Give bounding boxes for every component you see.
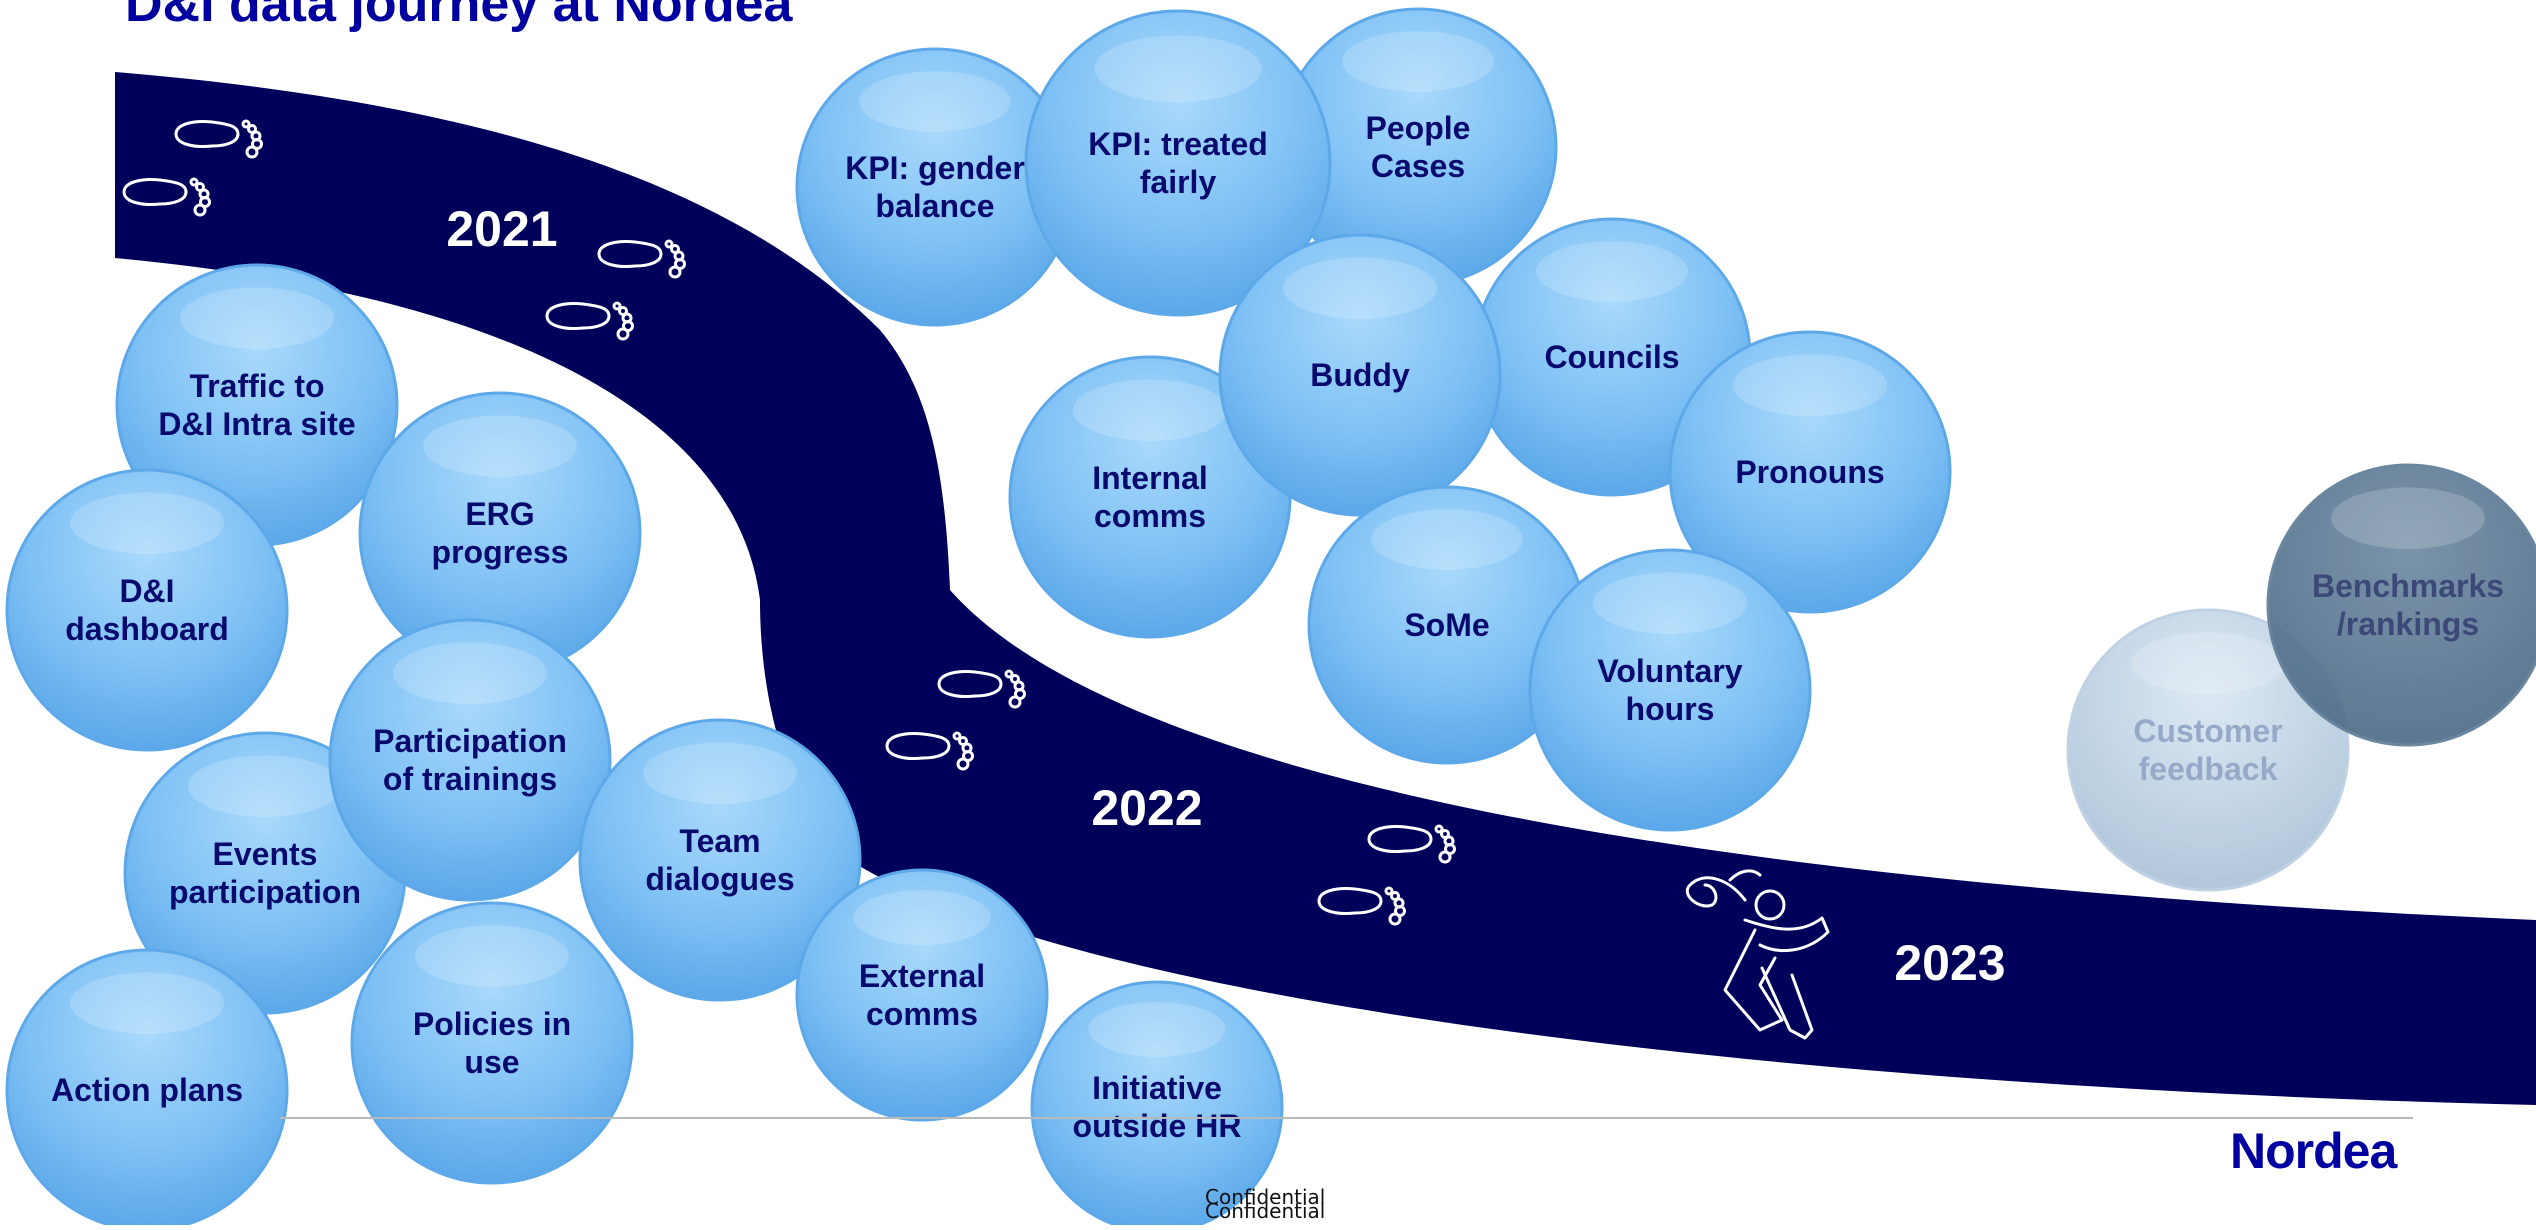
bubble-circle — [1218, 233, 1502, 517]
bubble-highlight — [859, 71, 1011, 132]
bubble-circle — [5, 468, 289, 752]
bubble-buddy: Buddy — [1218, 233, 1502, 517]
bubble-highlight — [1733, 354, 1887, 417]
bubble-label: Pronouns — [1735, 454, 1884, 490]
bubble-circle — [578, 718, 862, 1002]
bubble-highlight — [180, 287, 334, 350]
bubble-highlight — [70, 492, 224, 554]
bubble-label: Action plans — [51, 1072, 243, 1108]
bubble-highlight — [70, 972, 224, 1034]
bubble-highlight — [643, 742, 797, 804]
bubble-highlight — [1073, 379, 1227, 442]
bubble-label: Buddy — [1310, 357, 1410, 393]
bubble-label: Councils — [1544, 339, 1679, 375]
bubble-highlight — [415, 925, 569, 987]
bubble-circle — [5, 948, 289, 1230]
journey-path — [115, 72, 2536, 1105]
confidential-label: Confidential Confidential — [1205, 1185, 1326, 1223]
bubble-circle — [1668, 330, 1952, 614]
bubble-circle — [2266, 463, 2536, 747]
bubble-highlight — [1371, 509, 1523, 570]
year-label-2021: 2021 — [446, 201, 557, 257]
confidential-text-duplicate: Confidential — [1205, 1199, 1326, 1223]
bubble-highlight — [853, 890, 991, 945]
bubble-circle — [1528, 548, 1812, 832]
bubble-benchmarks-rankings: Benchmarks/rankings — [2266, 463, 2536, 747]
bubble-highlight — [1342, 31, 1494, 92]
runner-icon — [1686, 869, 1830, 1040]
bubble-highlight — [1088, 1002, 1226, 1057]
bubble-highlight — [1536, 241, 1688, 302]
bubble-label: SoMe — [1404, 607, 1489, 643]
bubble-circle — [328, 618, 612, 902]
page-title: D&I data journey at Nordea — [125, 0, 793, 33]
bubble-circle — [1024, 9, 1332, 317]
bubble-circle — [2066, 608, 2350, 892]
bubble-highlight — [1094, 35, 1262, 103]
footer-divider — [280, 1117, 2413, 1119]
bubble-pronouns: Pronouns — [1668, 330, 1952, 614]
bubble-circle — [1030, 980, 1284, 1230]
nordea-logo: Nordea — [2230, 1123, 2397, 1179]
bubble-highlight — [2131, 632, 2285, 694]
bubble-highlight — [423, 415, 577, 478]
bubble-circle — [350, 901, 634, 1185]
bubble-highlight — [2331, 487, 2485, 549]
bubble-highlight — [1593, 572, 1747, 634]
bubble-highlight — [393, 642, 547, 704]
year-label-2023: 2023 — [1894, 935, 2005, 991]
bubble-label: Benchmarks/rankings — [2312, 568, 2504, 642]
bubble-highlight — [188, 755, 342, 817]
bubble-circle — [795, 868, 1049, 1122]
bubble-highlight — [1283, 257, 1437, 320]
year-label-2022: 2022 — [1091, 780, 1202, 836]
confidential-text: Confidential — [1205, 1185, 1326, 1209]
bubble-action-plans: Action plans — [5, 948, 289, 1230]
